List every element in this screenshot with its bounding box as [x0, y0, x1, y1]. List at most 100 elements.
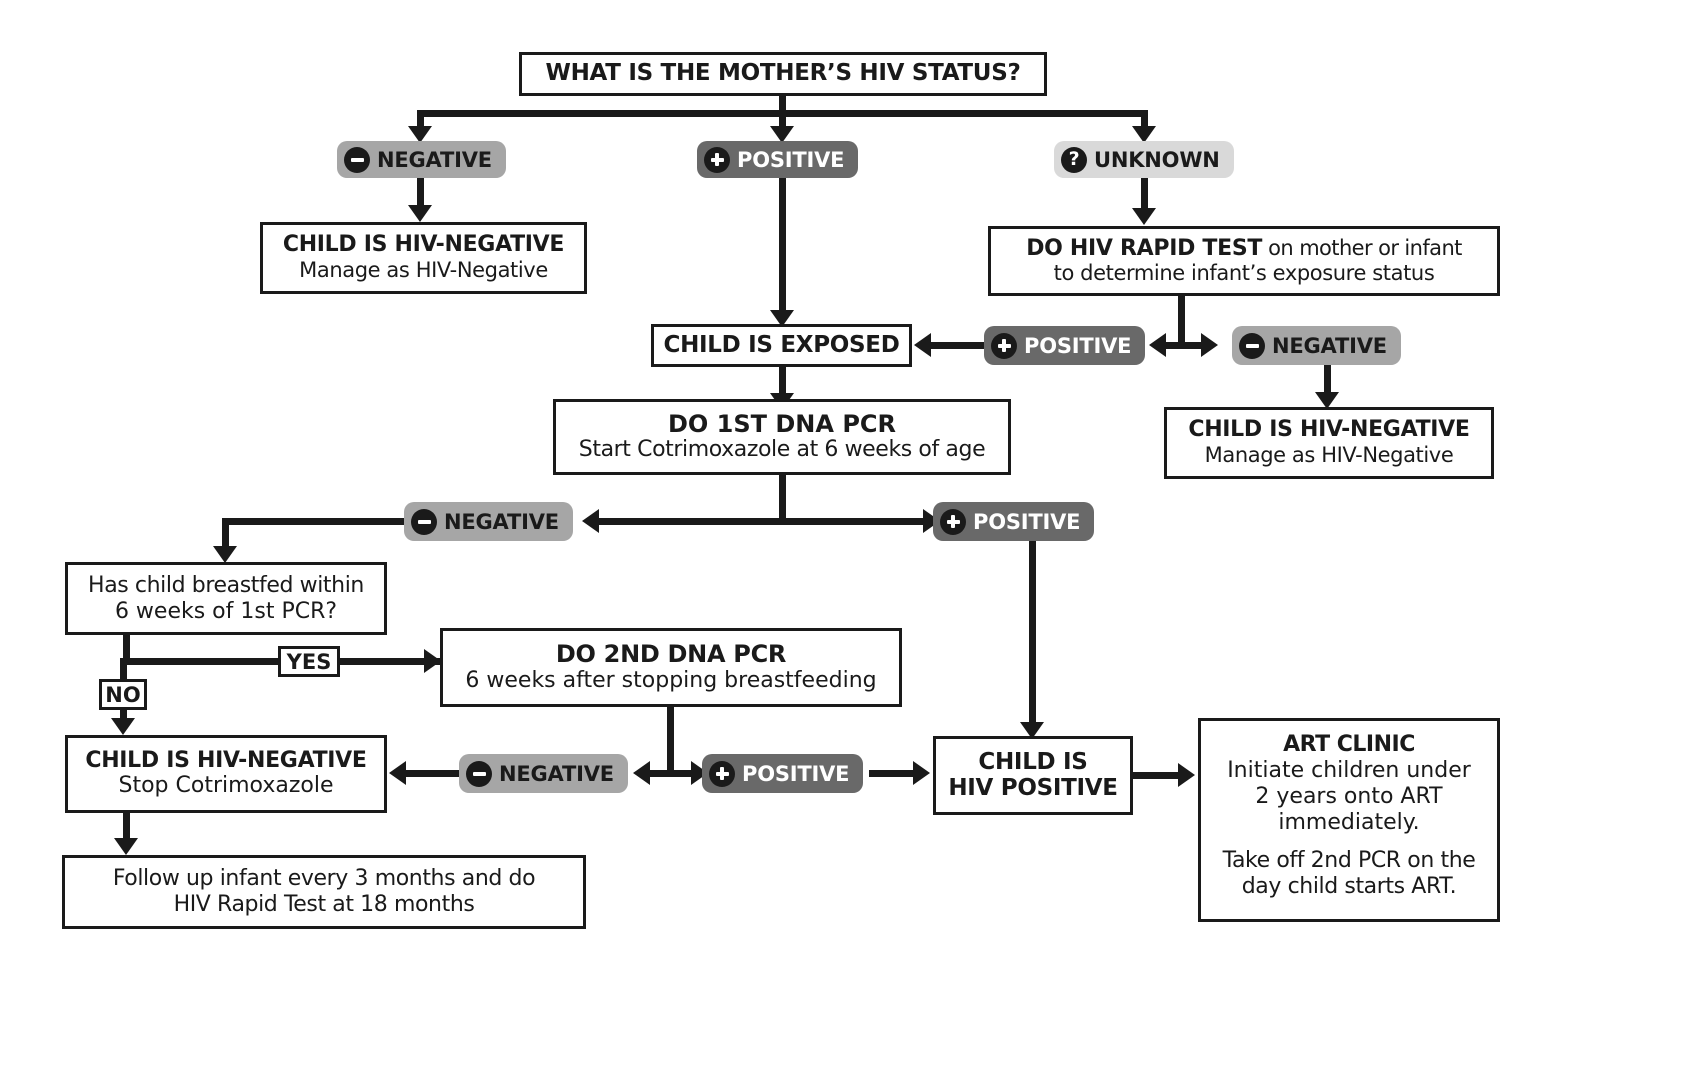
- connector-pcr2-split-left: [648, 770, 674, 777]
- connector-positive-to-exposed-h: [929, 342, 989, 349]
- do-1st-dna-pcr-box: DO 1ST DNA PCR Start Cotrimoxazole at 6 …: [553, 399, 1011, 475]
- child-is-exposed-box: CHILD IS EXPOSED: [651, 324, 912, 367]
- connector-negative-to-box: [417, 178, 424, 210]
- badge-mother-positive[interactable]: POSITIVE: [697, 141, 859, 178]
- connector-negbottom-to-followup: [123, 813, 130, 843]
- minus-icon: [1239, 332, 1265, 359]
- art-clinic-p1-line1: Initiate children under: [1227, 757, 1471, 783]
- child-hiv-negative-left-box: CHILD IS HIV-NEGATIVE Manage as HIV-Nega…: [260, 222, 587, 294]
- badge-label: UNKNOWN: [1094, 147, 1220, 172]
- child-hiv-negative-bottom-box: CHILD IS HIV-NEGATIVE Stop Cotrimoxazole: [65, 735, 387, 813]
- tag-yes-label: YES: [286, 649, 332, 674]
- follow-up-line1: Follow up infant every 3 months and do: [112, 866, 536, 892]
- minus-icon: [466, 760, 492, 787]
- arrow-neg3-to-breastfed: [213, 546, 237, 563]
- connector-drop-negative: [417, 110, 424, 129]
- connector-pos3-long-stem: [1029, 541, 1036, 729]
- root-question-box: WHAT IS THE MOTHER’S HIV STATUS?: [519, 52, 1047, 96]
- box-title: DO 1ST DNA PCR: [667, 409, 896, 438]
- connector-rapidtest-stem: [1178, 296, 1185, 345]
- connector-pcr1-split-right: [779, 518, 927, 525]
- minus-icon: [411, 508, 437, 535]
- box-title: CHILD IS HIV-NEGATIVE: [1188, 417, 1470, 443]
- badge-pcr1-negative[interactable]: NEGATIVE: [404, 502, 573, 541]
- connector-pcr2-stem: [667, 707, 674, 770]
- arrow-negbottom-to-followup: [114, 838, 138, 855]
- rapid-test-title: DO HIV RAPID TEST: [1026, 235, 1263, 261]
- arrow-to-positive-badge: [770, 126, 794, 143]
- badge-label: NEGATIVE: [499, 761, 614, 786]
- arrow-negative2-to-box: [1315, 392, 1339, 409]
- plus-icon: [940, 508, 966, 535]
- box-subtitle: Manage as HIV-Negative: [1204, 442, 1454, 467]
- connector-unknown-to-rapid-test: [1141, 178, 1148, 216]
- box-title: CHILD IS HIV-NEGATIVE: [282, 232, 565, 258]
- arrow-negative-to-box: [408, 205, 432, 222]
- box-subtitle: Start Cotrimoxazole at 6 weeks of age: [578, 437, 986, 463]
- arrow-neg4-to-box: [389, 761, 406, 785]
- badge-pcr1-positive[interactable]: POSITIVE: [933, 502, 1095, 541]
- art-clinic-p1-line3: immediately.: [1278, 809, 1420, 835]
- question-icon: ?: [1061, 146, 1087, 173]
- plus-icon: [704, 146, 730, 173]
- badge-pcr2-positive[interactable]: POSITIVE: [702, 754, 864, 793]
- tag-yes: YES: [278, 646, 340, 677]
- connector-pos4-to-hivpositive: [869, 770, 919, 777]
- badge-label: POSITIVE: [1024, 333, 1132, 358]
- connector-rapidtest-split-left: [1162, 342, 1185, 349]
- badge-mother-negative[interactable]: NEGATIVE: [337, 141, 506, 178]
- tag-no-label: NO: [105, 682, 141, 707]
- badge-label: NEGATIVE: [1272, 333, 1387, 358]
- connector-drop-unknown: [1141, 110, 1148, 129]
- box-subtitle: Manage as HIV-Negative: [299, 257, 548, 282]
- box-title: CHILD IS EXPOSED: [663, 331, 900, 358]
- connector-hivpositive-to-art: [1133, 772, 1183, 779]
- arrow-rapidtest-to-negative: [1201, 333, 1218, 357]
- arrow-pcr2-to-negative: [633, 761, 650, 785]
- arrow-pos3-to-hivpositive: [1020, 722, 1044, 739]
- arrow-yes-to-pcr2: [424, 649, 441, 673]
- breastfed-line2: 6 weeks of 1st PCR?: [114, 598, 338, 624]
- breastfed-question-box: Has child breastfed within 6 weeks of 1s…: [65, 562, 387, 635]
- arrow-rapidtest-to-positive: [1149, 333, 1166, 357]
- connector-pcr2-split-right: [667, 770, 693, 777]
- box-subtitle: Stop Cotrimoxazole: [118, 773, 334, 799]
- box-title: DO 2ND DNA PCR: [555, 640, 787, 669]
- do-hiv-rapid-test-box: DO HIV RAPID TEST on mother or infant to…: [988, 226, 1500, 296]
- box-subtitle: 6 weeks after stopping breastfeeding: [465, 667, 877, 693]
- badge-pcr2-negative[interactable]: NEGATIVE: [459, 754, 628, 793]
- connector-negative2-down: [1324, 365, 1331, 398]
- badge-mother-unknown[interactable]: ? UNKNOWN: [1054, 141, 1234, 178]
- art-clinic-p2-line1: Take off 2nd PCR on the: [1222, 848, 1476, 874]
- rapid-test-inline-sub: on mother or infant: [1262, 235, 1462, 260]
- connector-neg3-elbow-v: [222, 518, 229, 552]
- badge-label: POSITIVE: [742, 761, 850, 786]
- badge-rapidtest-positive[interactable]: POSITIVE: [984, 326, 1146, 365]
- badge-label: NEGATIVE: [444, 509, 559, 534]
- arrow-hivpositive-to-art: [1178, 763, 1195, 787]
- badge-rapidtest-negative[interactable]: NEGATIVE: [1232, 326, 1401, 365]
- root-question-text: WHAT IS THE MOTHER’S HIV STATUS?: [545, 60, 1021, 87]
- connector-neg4-to-box: [404, 770, 464, 777]
- connector-root-stem: [779, 96, 786, 113]
- arrow-no-to-negative-box: [111, 718, 135, 735]
- arrow-pos4-to-hivpositive: [913, 761, 930, 785]
- follow-up-line2: HIV Rapid Test at 18 months: [173, 892, 475, 917]
- art-clinic-p1-line2: 2 years onto ART: [1255, 783, 1443, 809]
- arrow-pcr1-to-negative: [582, 509, 599, 533]
- art-clinic-box: ART CLINIC Initiate children under 2 yea…: [1198, 718, 1500, 922]
- follow-up-box: Follow up infant every 3 months and do H…: [62, 855, 586, 929]
- connector-positive-to-exposed: [779, 178, 786, 318]
- arrow-positive-to-exposed: [770, 310, 794, 327]
- hivpos-line1: CHILD IS: [978, 748, 1088, 775]
- connector-rapidtest-split-right: [1178, 342, 1203, 349]
- hivpos-line2: HIV POSITIVE: [948, 774, 1118, 801]
- connector-pcr1-split-left: [597, 518, 786, 525]
- arrow-to-negative-badge: [408, 126, 432, 143]
- connector-breastfed-stem: [123, 635, 130, 663]
- connector-pcr1-stem: [779, 475, 786, 518]
- connector-drop-positive: [779, 110, 786, 129]
- do-2nd-dna-pcr-box: DO 2ND DNA PCR 6 weeks after stopping br…: [440, 628, 902, 707]
- tag-no: NO: [99, 679, 147, 710]
